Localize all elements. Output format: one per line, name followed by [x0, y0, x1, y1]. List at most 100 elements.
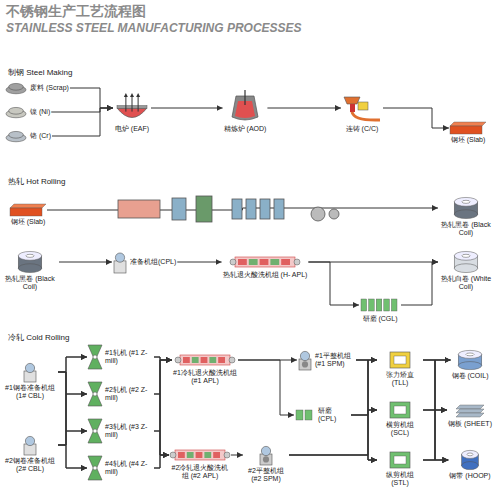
- flow-arrow: [59, 262, 112, 263]
- unit-label: 钢带 (HOOP): [449, 472, 490, 480]
- icon-part: [230, 259, 236, 265]
- flow-arrow: [70, 88, 113, 108]
- flow-arrow: [423, 410, 447, 460]
- icon-part: [305, 410, 312, 420]
- icon-part: [93, 392, 97, 396]
- unit-label: 钢板 (SHEET): [448, 420, 492, 428]
- icon-part: [394, 456, 406, 464]
- process-unit: #1平整机组 (#1 SPM): [298, 350, 355, 370]
- process-unit: 钢坯 (Slab): [10, 204, 46, 226]
- icon-part: [224, 452, 230, 458]
- flow-arrow: [351, 360, 377, 415]
- icon-part: [456, 413, 484, 417]
- icon-part: [170, 452, 176, 458]
- process-unit: 研磨 (CPL): [295, 407, 350, 424]
- flow-arrow: [58, 372, 87, 431]
- icon-part: [454, 264, 478, 273]
- icon-part: [93, 466, 97, 470]
- mill-stand: [196, 196, 212, 222]
- flow-arrow: [308, 262, 359, 305]
- process-unit: 热轧退火酸洗机组 (H- APL): [223, 255, 308, 279]
- icon-part: [10, 204, 46, 208]
- flow-arrow: [52, 108, 113, 136]
- icon-part: [118, 196, 339, 222]
- equipment-icon: [389, 401, 411, 419]
- process-unit: #4轧机 (#4 Z-mill): [88, 456, 153, 480]
- icon-part: [376, 299, 382, 311]
- unit-label: 横剪机组 (SCL): [378, 421, 422, 438]
- icon-part: [175, 357, 181, 363]
- icon-part: [178, 452, 185, 458]
- unit-label: 镍 (Ni): [30, 108, 50, 116]
- flow-arrow: [58, 445, 87, 468]
- icon-part: [209, 357, 216, 363]
- equipment-icon: [5, 130, 27, 142]
- unit-label: #1平整机组 (#1 SPM): [315, 352, 355, 369]
- icon-part: [369, 299, 375, 311]
- process-unit: #1冷轧退火酸洗机组 (#1 APL): [173, 353, 237, 386]
- equipment-icon: [175, 353, 235, 367]
- icon-part: [361, 299, 367, 311]
- icon-part: [450, 126, 482, 134]
- process-unit: 连铸 (C/C): [342, 93, 382, 133]
- icon-part: [25, 436, 34, 445]
- unit-label: 连铸 (C/C): [346, 125, 379, 133]
- flow-arrow: [423, 410, 448, 460]
- process-unit: #2钢卷准备机组 (2# CBL): [3, 435, 57, 474]
- icon-part: [88, 456, 102, 480]
- icon-part: [462, 450, 479, 458]
- icon-part: [114, 261, 126, 273]
- flow-arrow: [58, 357, 87, 372]
- icon-part: [115, 253, 124, 262]
- icon-part: [192, 357, 199, 363]
- mill-stand: [260, 199, 270, 219]
- equipment-icon: [230, 93, 260, 123]
- icon-part: [294, 259, 300, 265]
- icon-part: [302, 361, 308, 367]
- flow-arrow: [423, 360, 451, 460]
- icon-part: [213, 452, 220, 458]
- process-unit: 镍 (Ni): [5, 106, 50, 118]
- icon-part: [93, 355, 97, 359]
- icon-part: [138, 95, 139, 112]
- icon-part: [187, 452, 194, 458]
- mill-stand: [232, 199, 242, 219]
- equipment-icon: [450, 122, 486, 134]
- icon-part: [9, 107, 24, 114]
- section-heading: 冷轧 Cold Rolling: [8, 332, 69, 343]
- icon-part: [26, 254, 34, 257]
- flow-arrow: [154, 394, 169, 455]
- icon-part: [263, 456, 269, 462]
- unit-label: #1冷轧退火酸洗机组 (#1 APL): [173, 369, 237, 386]
- icon-part: [466, 353, 474, 356]
- icon-part: [350, 104, 355, 112]
- flow-arrow: [151, 108, 223, 109]
- equipment-icon: [342, 93, 382, 123]
- flow-arrow: [58, 357, 87, 445]
- icon-part: [456, 409, 484, 413]
- icon-part: [384, 299, 390, 311]
- process-unit: 热轧黑卷 (Black Coil): [2, 251, 58, 292]
- process-unit: #3轧机 (#3 Z-mill): [88, 419, 153, 443]
- equipment-icon: [88, 382, 102, 406]
- flow-arrow: [154, 360, 172, 431]
- equipment-icon: [360, 297, 400, 313]
- icon-part: [462, 462, 479, 470]
- icon-part: [88, 382, 102, 406]
- coiler: [311, 207, 325, 221]
- icon-part: [244, 90, 245, 105]
- icon-part: [261, 446, 270, 455]
- coiler: [329, 209, 339, 219]
- icon-part: [130, 93, 134, 97]
- icon-part: [394, 356, 406, 364]
- icon-part: [25, 363, 34, 372]
- icon-part: [344, 97, 360, 104]
- flow-arrow: [177, 262, 221, 263]
- icon-part: [218, 357, 225, 363]
- process-unit: #2冷轧退火酸洗机组 (#2 APL): [170, 448, 230, 481]
- unit-label: 研磨 (CGL): [363, 315, 398, 323]
- equipment-icon: [5, 106, 27, 118]
- flow-arrow: [289, 360, 377, 455]
